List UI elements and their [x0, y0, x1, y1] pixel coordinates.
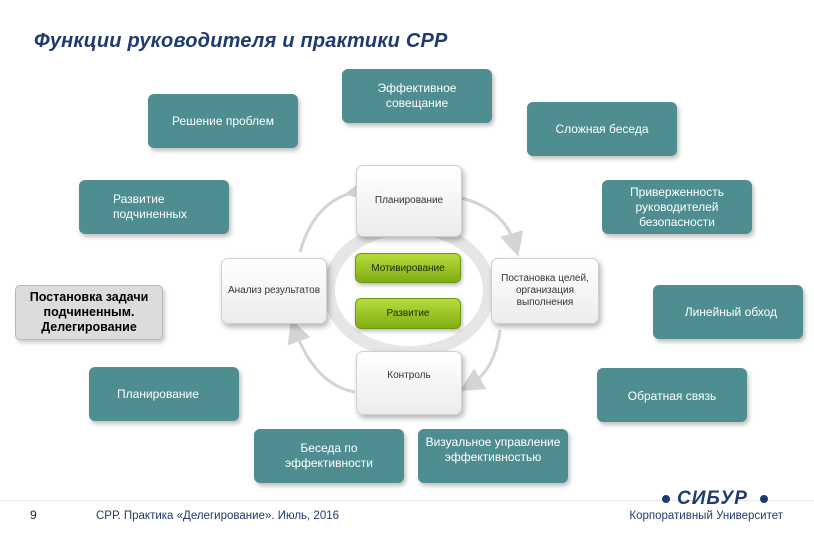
footer-left-text: СРР. Практика «Делегирование». Июль, 201… — [96, 510, 340, 522]
logo-text: СИБУР — [677, 488, 748, 509]
arrow-arc-bottom-right — [459, 329, 502, 392]
page-number: 9 — [30, 508, 37, 522]
page-title: Функции руководителя и практики СРР — [34, 30, 448, 52]
cycle-analysis: Анализ результатов — [221, 258, 327, 324]
box-subordinate-development: Развитие подчиненных — [79, 180, 229, 234]
cycle-goal-setting: Постановка целей, организация выполнения — [491, 258, 599, 324]
box-performance-talk: Беседа по эффективности — [254, 429, 404, 483]
footer-divider — [0, 500, 814, 501]
box-feedback: Обратная связь — [597, 368, 747, 422]
cycle-control: Контроль — [356, 351, 462, 415]
cycle-planning: Планирование — [356, 165, 462, 237]
box-visual-management: Визуальное управление эффективностью — [418, 429, 568, 483]
box-safety-commitment: Приверженность руководителей безопасност… — [602, 180, 752, 234]
box-delegation: Постановка задачи подчиненным. Делегиров… — [15, 285, 163, 340]
cycle-motivation: Мотивирование — [355, 253, 461, 283]
arrow-arc-bottom-left — [287, 318, 356, 394]
box-planning: Планирование — [89, 367, 239, 421]
sibur-logo: СИБУР — [660, 488, 775, 512]
box-difficult-talk: Сложная беседа — [527, 102, 677, 156]
box-problem-solving: Решение проблем — [148, 94, 298, 148]
cycle-development: Развитие — [355, 298, 461, 329]
footer-right-text: Корпоративный Университет — [629, 510, 783, 522]
box-line-walk: Линейный обход — [653, 285, 803, 339]
arrow-arc-top-left — [298, 177, 371, 253]
box-effective-meeting: Эффективное совещание — [342, 69, 492, 123]
inner-ring — [323, 222, 495, 358]
arrow-arc-top-right — [461, 196, 524, 257]
